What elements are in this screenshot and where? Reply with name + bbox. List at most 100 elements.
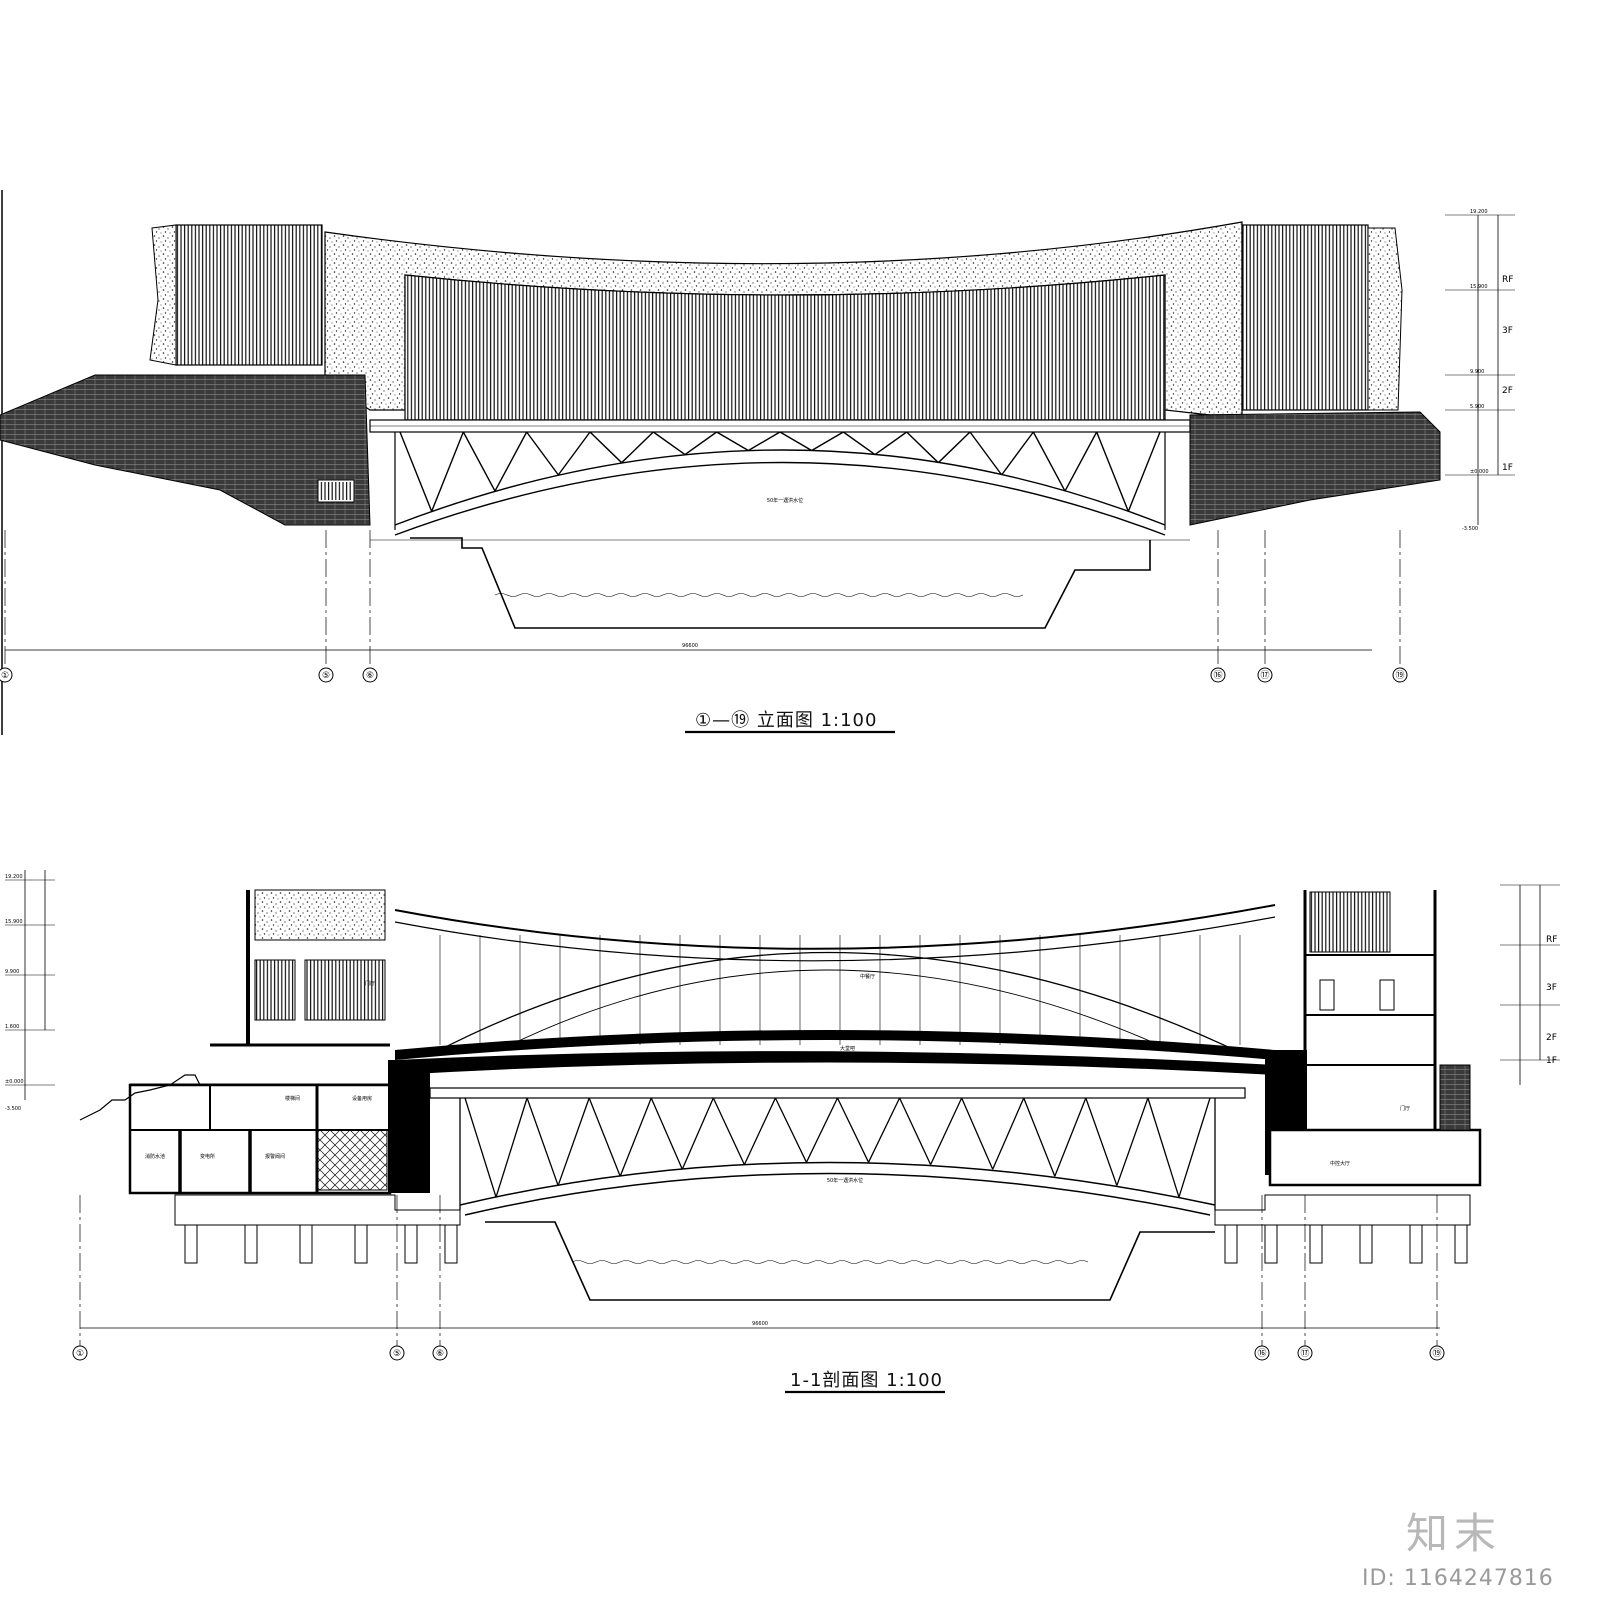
- truss-member: [961, 1097, 994, 1170]
- section-floor-slab: [395, 1030, 1275, 1060]
- water-surface: [494, 593, 1024, 597]
- foundation-piles: [184, 1224, 1468, 1264]
- right-door-2: [1379, 979, 1395, 1011]
- section-water-level-label: 50年一遇洪水位: [827, 1177, 863, 1184]
- section-lower-slab: [395, 1051, 1275, 1075]
- pile: [244, 1224, 258, 1264]
- section-truss: [464, 1097, 1211, 1198]
- section-view: RF 3F 2F 1F: [5, 870, 1560, 1394]
- truss-member: [621, 431, 654, 464]
- grid-bubble: [1392, 667, 1408, 683]
- sec-level-1: 19.200: [5, 874, 23, 880]
- truss-member: [779, 431, 813, 452]
- right-tower-louvres: [1241, 224, 1369, 411]
- section-level-values: 19.200 15.900 9.900 1.600 ±0.000 -3.500: [5, 874, 24, 1112]
- grid-bubble: [72, 1345, 88, 1361]
- section-arch-upper: [459, 1161, 1216, 1206]
- left-abutment-wall: [388, 1060, 430, 1193]
- grid-axis-label: ⑰: [1260, 670, 1269, 681]
- elevation-level-tag-1f: 1F: [1502, 463, 1513, 473]
- section-inner-arch-2: [499, 969, 1171, 1051]
- right-masonry-base: [1189, 411, 1441, 526]
- right-lower-room: [1268, 1128, 1482, 1187]
- grid-axis-label: ⑤: [322, 671, 330, 681]
- truss-member: [431, 431, 464, 512]
- elev-level-2: 15.900: [1470, 284, 1488, 290]
- right-tower-stipple-edge: [1367, 227, 1403, 411]
- grid-axis-label: ①: [76, 1349, 84, 1359]
- truss-member: [906, 431, 939, 464]
- truss-member: [557, 1097, 590, 1186]
- section-mullions: [439, 935, 1241, 1045]
- left-basement-hatched-room: [316, 1129, 388, 1191]
- truss-member: [684, 431, 718, 456]
- right-upper-louvres: [1309, 891, 1391, 953]
- truss-member: [992, 1097, 1025, 1170]
- truss-member: [557, 431, 591, 476]
- truss-member: [1032, 431, 1066, 492]
- elevation-level-values: 19.200 15.900 9.900 5.900 ±0.000 -3.500: [1462, 209, 1489, 532]
- right-room-label-1: 门厅: [1400, 1105, 1410, 1112]
- truss-member: [462, 431, 496, 492]
- truss-member: [1096, 431, 1129, 512]
- truss-member: [898, 1097, 932, 1165]
- truss-member: [526, 431, 559, 476]
- left-room-label-6: 设备用房: [352, 1095, 372, 1102]
- elevation-level-tag-rf: RF: [1502, 275, 1513, 285]
- grid-bubble: [432, 1345, 448, 1361]
- pile: [444, 1224, 458, 1264]
- truss-member: [747, 431, 781, 452]
- section-water-surface: [571, 1260, 1089, 1264]
- section-overall-dim: 96600: [752, 1321, 768, 1327]
- truss-member: [712, 1097, 745, 1165]
- truss-member: [495, 1097, 528, 1198]
- pile: [1264, 1224, 1278, 1264]
- sec-level-5: ±0.000: [5, 1079, 24, 1085]
- elevation-truss: [399, 431, 1161, 512]
- section-title: 1-1剖面图 1:100: [790, 1370, 943, 1391]
- left-tower-louvres: [175, 224, 323, 366]
- truss-member: [1147, 1097, 1180, 1198]
- grid-axis-label: ⑯: [1213, 670, 1222, 681]
- pile: [184, 1224, 198, 1264]
- truss-member: [1178, 1097, 1211, 1198]
- grid-axis-label: ⑲: [1395, 670, 1404, 681]
- elevation-level-tag-3f: 3F: [1502, 326, 1513, 336]
- truss-member: [716, 431, 749, 452]
- watermark-brand: 知末: [1406, 1509, 1503, 1558]
- grid-bubble: [318, 667, 334, 683]
- elevation-overall-dim: 96600: [682, 643, 698, 649]
- section-level-tag-3f: 3F: [1546, 983, 1557, 993]
- truss-member: [650, 1097, 683, 1170]
- left-room-label-2: 楼梯间: [285, 1095, 300, 1102]
- main-facade-louvres: [404, 274, 1166, 421]
- grid-axis-label: ⑥: [436, 1349, 444, 1359]
- truss-member: [1085, 1097, 1118, 1186]
- grid-axis-label: ⑥: [366, 671, 374, 681]
- space-label-lobby-bar: 大堂吧: [840, 1045, 855, 1052]
- truss-member: [1023, 1097, 1056, 1177]
- truss-member: [681, 1097, 714, 1170]
- section-inner-arch: [429, 951, 1246, 1056]
- pile: [1409, 1224, 1423, 1264]
- pile: [1224, 1224, 1238, 1264]
- grid-axis-label: ①: [1, 671, 9, 681]
- section-level-tag-rf: RF: [1546, 935, 1557, 945]
- section-level-tag-1f: 1F: [1546, 1056, 1557, 1066]
- section-right-level-scale: RF 3F 2F 1F: [1500, 884, 1560, 1085]
- truss-member: [842, 431, 876, 456]
- section-roof-upper: [394, 904, 1276, 950]
- sec-level-6: -3.500: [5, 1106, 21, 1112]
- section-arch-lower: [464, 1172, 1211, 1216]
- right-room-label-2: 中控大厅: [1330, 1160, 1350, 1167]
- left-exterior-stairs: [79, 1074, 201, 1121]
- sec-level-2: 15.900: [5, 919, 23, 925]
- elev-level-1: 19.200: [1470, 209, 1488, 215]
- left-foundation: [174, 1194, 461, 1226]
- grid-bubble: [362, 667, 378, 683]
- truss-member: [867, 1097, 901, 1163]
- river-channel: [410, 537, 1151, 629]
- left-upper-stipple: [254, 889, 386, 941]
